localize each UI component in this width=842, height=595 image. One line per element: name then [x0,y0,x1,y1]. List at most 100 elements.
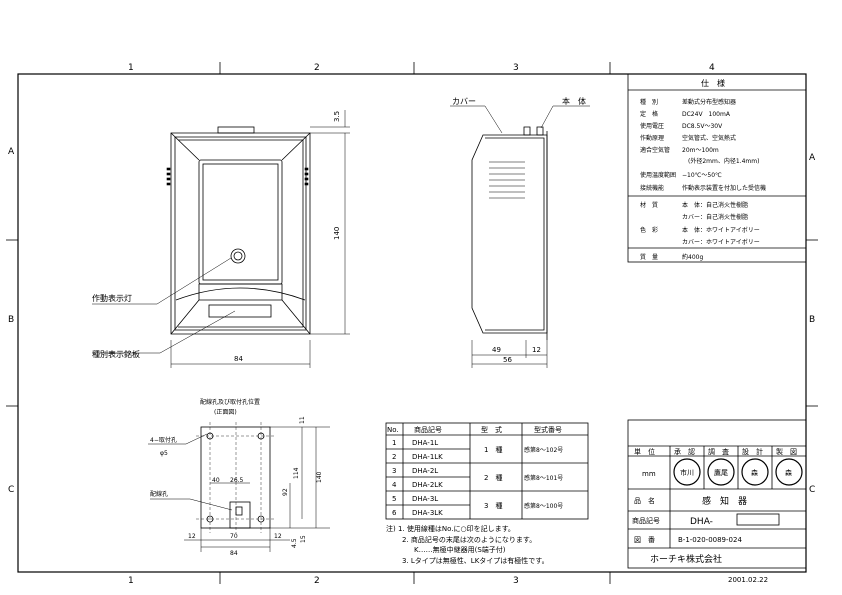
stamps [673,458,803,486]
spec-value-7: 作動表示装置を付加した受信機 [682,184,766,192]
stamp-seal [673,458,701,486]
model-group-type: 3 種 [484,502,502,510]
stamp-seal [741,458,769,486]
note-line: K……無極中継器用(S端子付) [414,545,506,554]
code-value: DHA- [690,517,713,527]
dim-width-front: 84 [234,355,243,363]
model-row-code: DHA-1L [412,439,438,447]
name-value: 感 知 器 [702,495,747,507]
note-line: 注) 1. 使用線種はNo.に○印を記します。 [386,524,515,533]
spec-value-2: DC8.5V〜30V [682,123,723,130]
stamp-header-3: 製 図 [776,447,797,456]
stamp-header-1: 調 査 [708,447,729,456]
title-block [627,419,807,569]
row-label-c-right: C [809,485,815,495]
dim-hole-140: 140 [316,471,323,483]
spec-label-2: 使用電圧 [640,122,664,130]
col-label-3: 3 [513,63,519,73]
spec-value-3: 空気管式、空気熱式 [682,134,736,142]
dim-top-offset: 3.5 [333,111,341,122]
front-dims [170,110,350,368]
dim-hole-114: 114 [293,467,300,479]
stamp-texts: 市川 鷹尾 森 森 [680,468,792,477]
hole-view-subtitle: (正面図) [214,409,237,416]
side-leaders [450,105,590,134]
callout-indicator-lamp: 作動表示灯 [92,293,132,303]
row-label-a: A [8,147,15,157]
model-row-code: DHA-3LK [412,509,443,517]
spec-material-label: 材 質 [640,201,658,209]
callout-mount-holes: 4−取付孔 [150,436,177,444]
border-ticks [6,62,818,584]
note-line: 2. 商品記号の末尾は次のようになります。 [402,535,536,544]
col-label-1-bottom: 1 [128,576,134,586]
company-name: ホーチキ株式会社 [650,553,722,565]
hole-view-title: 配線孔及び取付孔位置 [200,398,260,406]
model-row-code: DHA-2LK [412,481,443,489]
spec-color-label: 色 彩 [640,226,658,234]
unit-label: 単 位 [634,447,655,456]
spec-title: 仕 様 [701,78,725,88]
hole-centerlines [196,422,275,533]
model-header-type: 型 式 [481,425,502,434]
code-label: 商品記号 [632,516,660,525]
stamp-seal [707,458,735,486]
dim-depth-body: 49 [492,346,501,354]
spec-color-body: 本 体：ホワイトアイボリー [682,226,760,234]
spec-value-0: 差動式分布型感知器 [682,98,736,106]
spec-table [627,73,807,263]
notes: 注) 1. 使用線種はNo.に○印を記します。 2. 商品記号の末尾は次のように… [386,524,549,565]
model-row-no: 5 [392,495,396,503]
dim-hole-12a: 12 [188,533,196,540]
stamp-header-2: 設 計 [742,447,763,456]
side-dims [471,340,548,368]
title-block-text: 単 位 mm 承 認 調 査 設 計 製 図 品 名 感 知 器 商品記号 DH… [632,447,797,584]
col-label-1: 1 [128,63,134,73]
callout-mount-hole-dia: φ5 [160,450,168,457]
spec-value-5: (外径2mm、内径1.4mm) [688,157,759,165]
spec-label-1: 定 格 [640,110,658,118]
model-row-no: 4 [392,481,397,489]
hole-dim-labels: 11 114 140 40 26.5 92 12 70 12 84 4.5 15 [188,416,323,557]
dim-hole-12b: 12 [274,533,282,540]
dim-height: 140 [333,227,341,240]
stamp-text: 森 [751,468,758,477]
dim-depth-total: 56 [503,356,512,364]
model-table [385,422,589,520]
model-row-no: 6 [392,509,397,517]
spec-label-7: 接続機能 [640,184,664,192]
spec-material-body: 本 体：自己消火性樹脂 [682,201,748,209]
dim-hole-26-5: 26.5 [230,477,244,484]
hole-dims [184,426,330,552]
dim-hole-40: 40 [212,477,220,484]
col-label-4: 4 [709,63,715,73]
spec-weight-label: 質 量 [640,253,658,261]
spec-label-0: 種 別 [640,98,658,106]
model-group-type: 2 種 [484,474,502,482]
model-header-no: No. [387,426,399,434]
model-table-rows: 1 DHA-1L 2 DHA-1LK 3 DHA-2L 4 DHA-2LK 5 … [392,439,563,517]
spec-label-6: 使用温度範囲 [640,171,676,179]
note-line: 3. Lタイプは無極性、LKタイプは有極性です。 [402,556,549,565]
spec-value-6: −10℃〜50℃ [682,172,722,179]
callout-wire-hole: 配線孔 [150,490,168,498]
row-label-b-right: B [809,315,815,325]
stamp-header-0: 承 認 [674,447,695,456]
dim-depth-cap: 12 [532,346,541,354]
spec-value-1: DC24V 100mA [682,111,731,118]
model-row-no: 2 [392,453,396,461]
unit-value: mm [642,470,656,478]
spec-color-cover: カバー：ホワイトアイボリー [682,238,760,246]
model-group-number: 感第8〜102号 [524,446,563,454]
spec-label-3: 作動原理 [640,134,664,142]
dim-hole-92: 92 [282,488,289,496]
model-row-code: DHA-3L [412,495,438,503]
drawing-date: 2001.02.22 [728,576,768,584]
model-header-code: 商品記号 [414,425,442,434]
spec-material-cover: カバー：自己消火性樹脂 [682,213,748,221]
front-leaders [92,257,236,354]
stamp-text: 市川 [680,468,694,477]
model-header-number: 型式番号 [534,425,562,434]
stamp-text: 森 [785,468,792,477]
